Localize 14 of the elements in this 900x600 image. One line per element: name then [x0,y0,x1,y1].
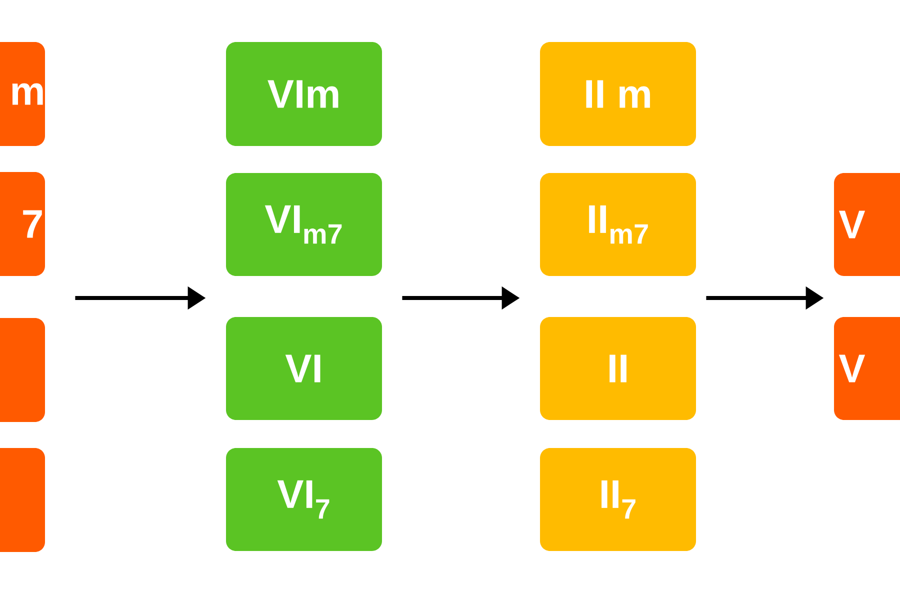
chord-box: VI$_{7}$ [226,448,382,551]
chord-box [0,448,45,552]
chord-box: II$_{7}$ [540,448,696,551]
chord-box: II$_{m7}$ [540,173,696,276]
chord-box: VIm [226,42,382,146]
chord-box: VI$_{m7}$ [226,173,382,276]
chord-box: II [540,317,696,420]
chord-box: V [834,173,900,276]
chord-box: II m [540,42,696,146]
chord-box: VI [226,317,382,420]
chord-box [0,318,45,422]
chord-box: V [834,317,900,420]
chord-box: m [0,42,45,146]
chord-box: 7 [0,172,45,276]
